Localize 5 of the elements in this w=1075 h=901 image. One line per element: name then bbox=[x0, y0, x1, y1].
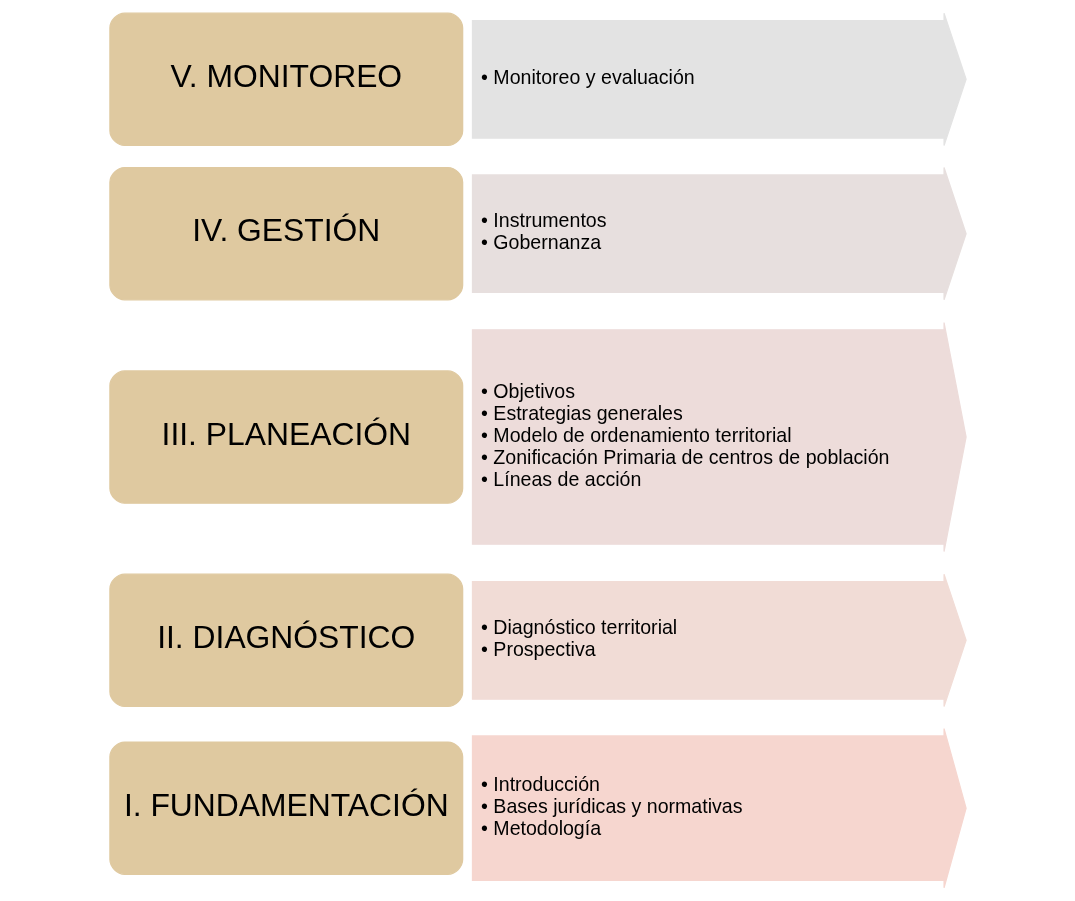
node-box: I. FUNDAMENTACIÓN bbox=[108, 741, 463, 875]
node-box: III. PLANEACIÓN bbox=[108, 370, 463, 504]
node-box: II. DIAGNÓSTICO bbox=[108, 573, 463, 708]
node-box: V. MONITOREO bbox=[108, 12, 463, 147]
node-box: IV. GESTIÓN bbox=[108, 166, 463, 301]
